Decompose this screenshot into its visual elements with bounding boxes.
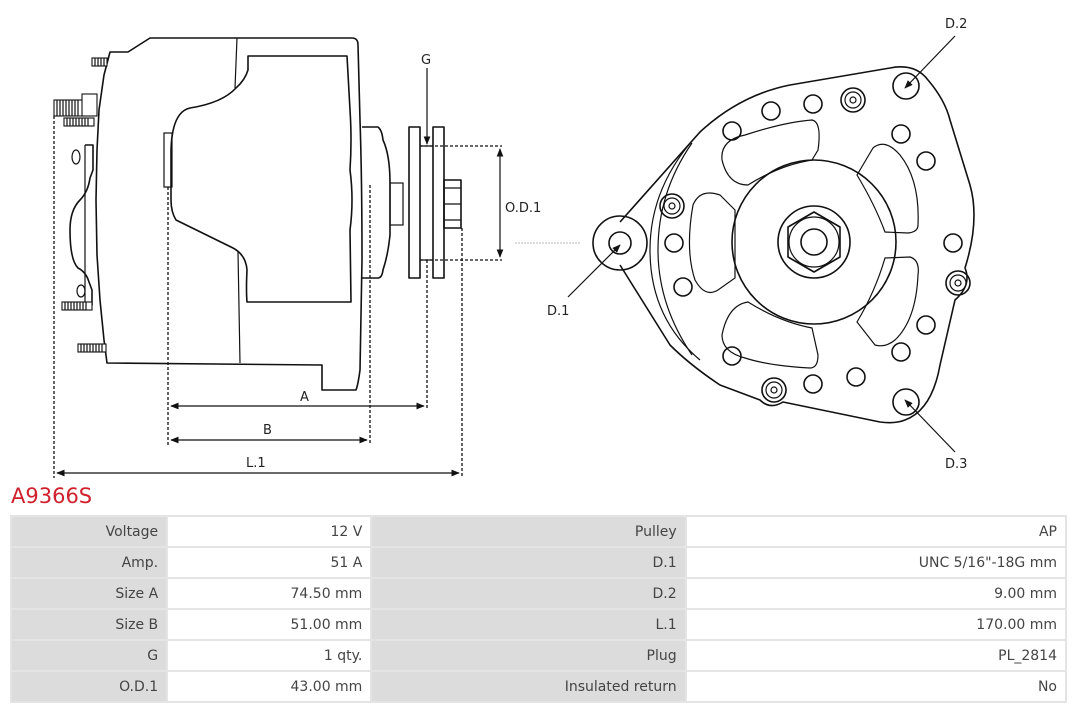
spec-value: 170.00 mm <box>686 610 1065 639</box>
spec-label: O.D.1 <box>12 672 167 701</box>
screw <box>659 193 685 219</box>
stud <box>91 57 108 67</box>
d1-hole <box>608 231 632 255</box>
shaft <box>800 228 828 256</box>
hub <box>731 159 897 325</box>
pulley-flange-front <box>432 126 445 279</box>
label-b: B <box>263 423 272 438</box>
pulley-hub <box>777 205 851 279</box>
spec-value: No <box>686 672 1065 701</box>
screw <box>945 270 971 296</box>
d2-hole <box>892 72 920 100</box>
d1-leader <box>567 244 621 298</box>
vent-right-top <box>856 143 919 234</box>
spec-label: Amp. <box>12 548 167 577</box>
alternator-side-view: G O.D.1 A B L.1 <box>53 37 580 478</box>
spec-value: 1 qty. <box>168 641 371 670</box>
spec-label: Plug <box>372 641 685 670</box>
d3-leader <box>904 399 956 453</box>
spec-value: 51 A <box>168 548 371 577</box>
spec-label: D.1 <box>372 548 685 577</box>
spec-value: UNC 5/16"-18G mm <box>686 548 1065 577</box>
d3-hole <box>892 388 920 416</box>
spec-value: 51.00 mm <box>168 610 371 639</box>
label-d3: D.3 <box>945 457 967 472</box>
d2-leader <box>904 35 956 89</box>
stator-window <box>170 55 353 303</box>
label-l1: L.1 <box>246 456 266 471</box>
screw <box>840 87 866 113</box>
spec-label: L.1 <box>372 610 685 639</box>
label-d2: D.2 <box>945 17 967 32</box>
rear-end-cap <box>69 144 94 306</box>
label-od1: O.D.1 <box>505 201 541 216</box>
vent-top <box>721 119 820 186</box>
spec-label: G <box>12 641 167 670</box>
label-g: G <box>421 53 431 68</box>
spec-value: 12 V <box>168 517 371 546</box>
shaft-nut <box>787 211 841 273</box>
d1-lug <box>592 215 648 271</box>
label-d1: D.1 <box>547 304 569 319</box>
label-a: A <box>300 390 309 405</box>
spec-value: 43.00 mm <box>168 672 371 701</box>
pulley-flange-rear <box>408 126 421 279</box>
vent-right-bottom <box>856 256 919 347</box>
spec-label: D.2 <box>372 579 685 608</box>
alternator-front-view: D.1 D.2 D.3 <box>547 17 975 472</box>
spec-label: Voltage <box>12 517 167 546</box>
technical-drawing: G O.D.1 A B L.1 <box>53 17 975 478</box>
spec-label: Insulated return <box>372 672 685 701</box>
vent-bottom <box>721 301 819 369</box>
spec-value: PL_2814 <box>686 641 1065 670</box>
front-boss <box>362 126 391 279</box>
spec-value: 74.50 mm <box>168 579 371 608</box>
vent-left <box>688 192 736 293</box>
vent-holes <box>664 94 963 394</box>
spec-value: AP <box>686 517 1065 546</box>
spec-label: Pulley <box>372 517 685 546</box>
product-code-title: A9366S <box>11 484 93 508</box>
spec-label: Size A <box>12 579 167 608</box>
stud <box>77 343 107 353</box>
mounting-plate-outline <box>619 66 975 424</box>
housing-outline <box>95 37 363 391</box>
spec-label: Size B <box>12 610 167 639</box>
screw <box>761 377 787 403</box>
spec-value: 9.00 mm <box>686 579 1065 608</box>
